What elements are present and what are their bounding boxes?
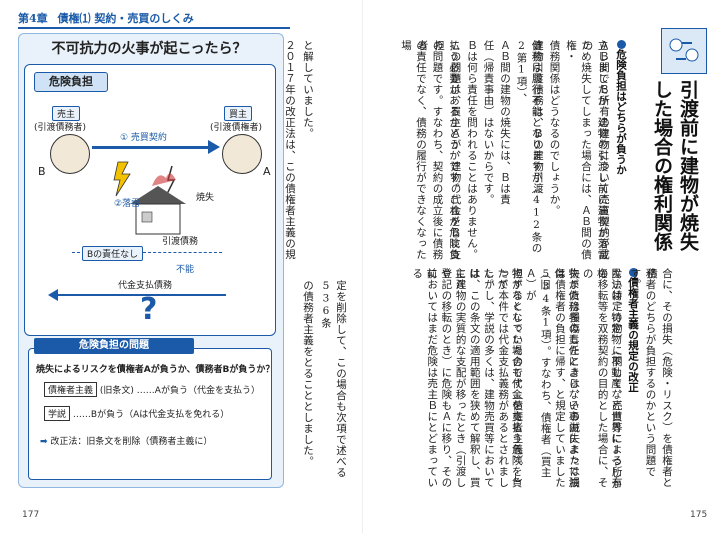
body-line: 払う必要があるかどうかです。これが危険負担 — [433, 40, 460, 260]
body-line: 務者のどちらが負担するのかという問題です。 — [629, 268, 657, 477]
left-col-2: ２０１７年の改正法は、この債権者主義の規 — [284, 40, 296, 260]
doctrine1-tag: 債権者主義 — [44, 382, 98, 397]
chapter-number: 第4章 — [18, 12, 48, 25]
b-fault-label: Bの責任なし — [82, 246, 144, 261]
impossible-label: 不能 — [176, 265, 195, 275]
step1-label: ① 売買契約 — [120, 133, 167, 143]
diagram-tab: 危険負担 — [34, 72, 108, 92]
heading-line-2: した場合の権利関係 — [651, 80, 673, 251]
body-line: ＡＢ間の建物の焼失には、Ｂは責 — [499, 40, 511, 205]
label-b: B — [38, 165, 46, 178]
subheading-1-dot — [616, 40, 626, 49]
body-line: に建物の実質的な支配が移ったとき（引渡しや — [439, 268, 467, 488]
delivery-arrow — [72, 252, 222, 253]
body-line: ない特定の物）に関して、売買等による所有権 — [595, 268, 623, 488]
body-line: においてはまだ危険は売主Ｂにとどまっている — [411, 268, 439, 488]
body-line: 債務関係はどうなるのでしょうか。 — [548, 40, 561, 216]
subheading-2-dot — [628, 268, 638, 277]
body-line: ため焼失してしまった場合には、ＡＢ間の債権・ — [565, 40, 592, 260]
body-line: この問題は、買主Ａが、建物の代金をＢに支 — [449, 40, 462, 260]
delivery-label: 引渡債務 — [162, 237, 199, 247]
people-exchange-icon — [661, 28, 707, 74]
label-a: A — [263, 165, 271, 178]
body-line: 債務は履行不能となりますが（412条の2第1項）、 — [515, 40, 543, 254]
body-line: 登記の移転のとき）に危険もＡに移り、その前 — [425, 268, 453, 488]
seller-label: 売主 — [52, 106, 81, 121]
burn-label: 焼失 — [196, 193, 215, 203]
step2-label: ②落雷 — [114, 199, 141, 209]
body-line: 建物引渡債務は、Ｂの建物引渡 — [532, 40, 544, 194]
body-line: 任（帰責事由）はないからです。 — [482, 40, 495, 205]
doctrine1-text: ……Aが負う（代金を支払う） — [136, 386, 260, 396]
left-page-number: 177 — [22, 510, 40, 520]
doctrine2-text: ……Bが負う（Aは代金支払を免れる） — [72, 410, 230, 420]
body-line: は債権者の負担に帰す、と規定していました（旧 — [539, 268, 566, 488]
house-fire-illustration — [113, 161, 186, 235]
body-line: の責任でなく、債務の履行ができなくなった場 — [400, 40, 427, 260]
body-line: 合に、その損失（危険・リスク）を債権者と債 — [646, 268, 673, 488]
body-line: は、この条文の適用範囲を狭めて解釈し、買主Ａ — [453, 268, 481, 488]
body-line: の移転等を双務契約の目的とした場合に、その — [581, 268, 609, 488]
left-col-4: の債務者主義をとることとしました。 — [302, 280, 314, 467]
buyer-avatar — [222, 134, 262, 174]
buyer-label: 買主 — [224, 106, 253, 121]
body-line: しかし、学説の多くは、建物売買等においては — [468, 268, 495, 488]
left-col-1: と解していました。 — [302, 40, 314, 139]
body-line: って本件では代金支払義務があるとされました。 — [482, 268, 510, 488]
body-line: Ｂは何ら責任を問われることはありません。 — [466, 40, 478, 260]
diagram-title: 不可抗力の火事が起こったら？ — [51, 41, 247, 57]
chapter-header: 第4章 債権⑴ 契約・売買のしくみ — [18, 10, 194, 26]
buyer-role: (引渡債権者) — [210, 123, 263, 133]
seller-avatar — [50, 134, 90, 174]
body-line: 物がなくなった場合も代金を支払う危険を負 — [510, 268, 523, 488]
question-text: 焼失によるリスクを債権者Aが負うか、債務者Bが負うか？ — [36, 365, 275, 375]
question-caption: 危険負担の問題 — [34, 338, 194, 354]
doctrine2-tag: 学説 — [44, 406, 71, 421]
revision-arrow-icon: ➡ — [40, 437, 48, 447]
body-line: ＡＢ間でＢ所有の建物について売買契約が成 — [598, 40, 610, 260]
revision-text: 改正法：旧条文を削除（債務者主義に） — [50, 437, 213, 447]
payment-label: 代金支払債務 — [118, 281, 173, 291]
payment-arrowhead — [48, 289, 58, 301]
body-line: 534条1項）。すなわち、債権者（買主Ａ）が — [524, 268, 552, 478]
body-line: 担するとしていたのです（債権者主義）。したが — [496, 268, 524, 483]
doctrine1-note: (旧条文) — [99, 386, 134, 396]
right-page-number: 175 — [690, 510, 708, 520]
subheading-1: 危険負担はどちらが負うか — [614, 40, 629, 220]
left-col-3: 定を削除して、この場合も次項で述べる536条 — [320, 280, 347, 478]
contract-arrow — [92, 146, 212, 149]
body-line: の問題です。すなわち、契約の成立後に債務者 — [416, 40, 444, 260]
seller-role: (引渡債務者) — [34, 123, 87, 133]
body-line: 物が債務者の責任によらない事由によって滅 — [567, 268, 580, 488]
page-gutter — [362, 0, 363, 533]
body-line: 失または損傷したときは、その滅失または損傷 — [553, 268, 581, 488]
body-line: 民法は、特定物（不動産など世界に1つしか — [610, 268, 622, 490]
chapter-title: 債権⑴ 契約・売買のしくみ — [57, 12, 194, 25]
payment-arrow — [56, 294, 226, 296]
heading-line-1: 引渡前に建物が焼失 — [677, 80, 699, 251]
header-rule — [18, 27, 290, 29]
contract-arrowhead — [208, 140, 220, 154]
subheading-2: 債権者主義の規定の改正 — [626, 268, 641, 448]
body-line: 立しましたが、建物の引渡し前に建物が落雷の — [581, 40, 609, 260]
question-mark: ? — [140, 292, 158, 327]
